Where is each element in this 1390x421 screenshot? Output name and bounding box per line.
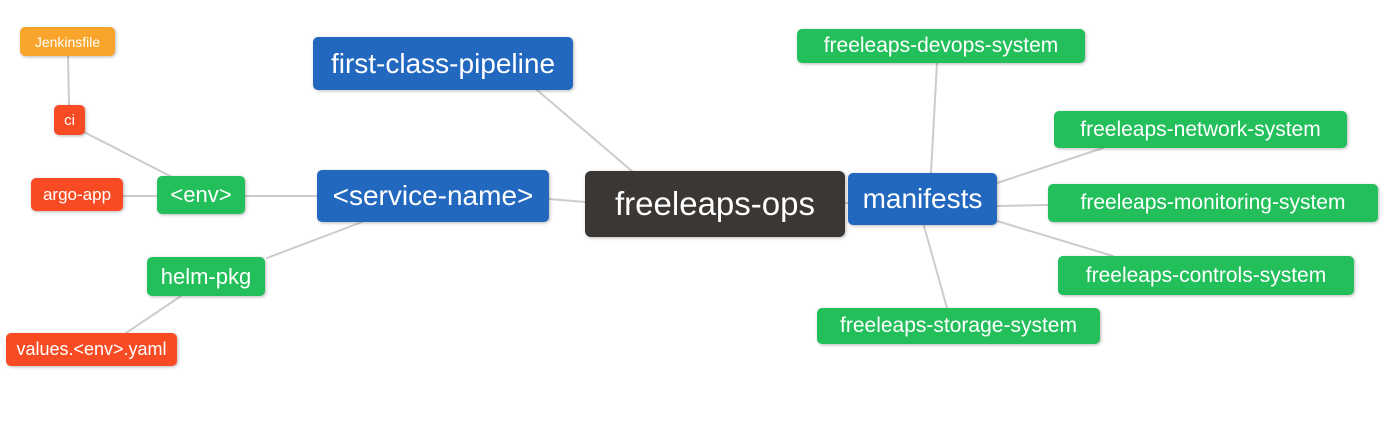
node-freeleaps-controls-system[interactable]: freeleaps-controls-system: [1058, 256, 1354, 295]
node-first-class-pipeline[interactable]: first-class-pipeline: [313, 37, 573, 90]
node-freeleaps-ops-root[interactable]: freeleaps-ops: [585, 171, 845, 237]
node-values-env-yaml[interactable]: values.<env>.yaml: [6, 333, 177, 366]
edge-service-name-freeleaps-ops: [548, 198, 586, 203]
edge-jenkinsfile-ci: [67, 55, 70, 106]
node-argo-app[interactable]: argo-app: [31, 178, 123, 211]
node-freeleaps-storage-system[interactable]: freeleaps-storage-system: [817, 308, 1100, 344]
edge-manifests-storage-system: [923, 225, 948, 309]
node-service-name[interactable]: <service-name>: [317, 170, 549, 222]
node-helm-pkg[interactable]: helm-pkg: [147, 257, 265, 296]
node-freeleaps-devops-system[interactable]: freeleaps-devops-system: [797, 29, 1085, 63]
edge-ci-env: [83, 131, 173, 178]
node-freeleaps-network-system[interactable]: freeleaps-network-system: [1054, 111, 1347, 148]
edge-manifests-network-system: [996, 147, 1104, 184]
edge-manifests-devops-system: [930, 62, 938, 174]
edge-pipeline-freeleaps-ops: [536, 89, 634, 173]
node-freeleaps-monitoring-system[interactable]: freeleaps-monitoring-system: [1048, 184, 1378, 222]
edge-manifests-monitoring-system: [996, 204, 1049, 207]
node-jenkinsfile[interactable]: Jenkinsfile: [20, 27, 115, 56]
node-ci[interactable]: ci: [54, 105, 85, 135]
edge-manifests-controls-system: [996, 220, 1114, 257]
edge-helm-pkg-values-env-yaml: [125, 295, 182, 334]
node-manifests[interactable]: manifests: [848, 173, 997, 225]
node-env[interactable]: <env>: [157, 176, 245, 214]
edge-service-name-helm-pkg: [266, 221, 363, 259]
